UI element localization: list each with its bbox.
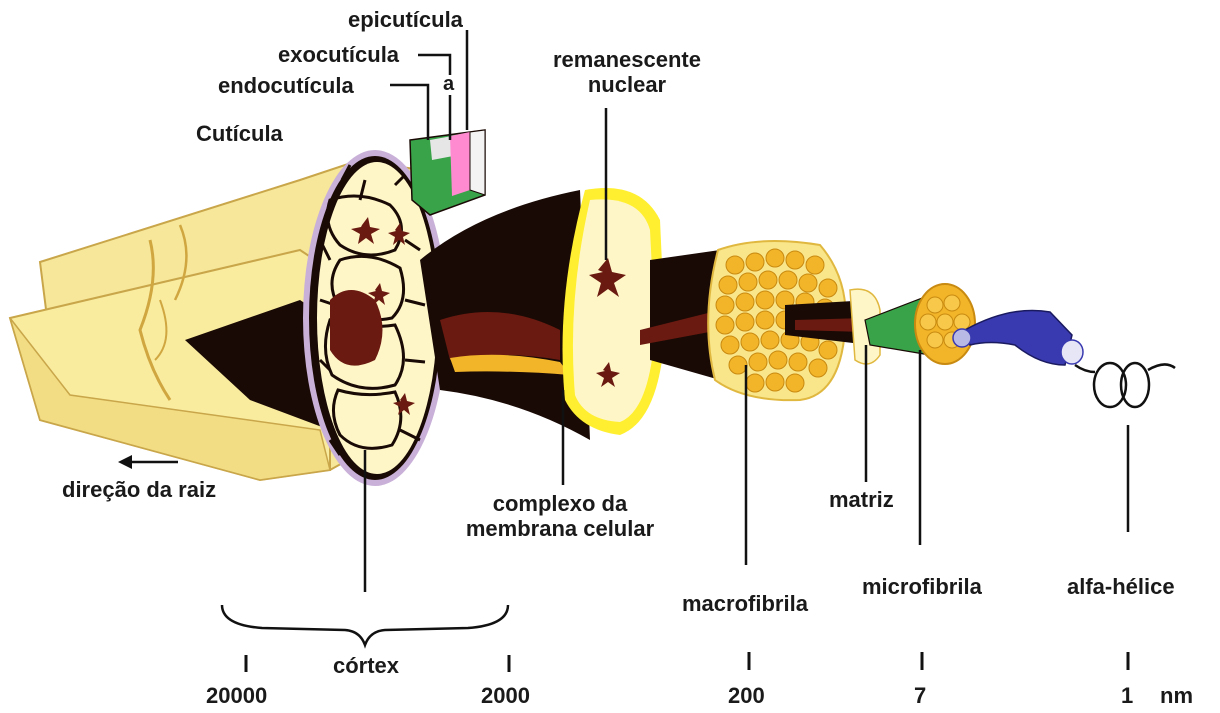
label-macrofibrila: macrofibrila xyxy=(682,592,808,617)
label-cortex: córtex xyxy=(333,654,399,679)
label-direcao-da-raiz: direção da raiz xyxy=(62,478,216,503)
label-remanescente-line1: remanescente xyxy=(532,48,722,73)
alpha-helix xyxy=(1075,363,1175,407)
label-complexo-membrana: complexo da membrana celular xyxy=(445,492,675,541)
scale-tick-20000: 20000 xyxy=(206,684,267,709)
label-remanescente-nuclear: remanescente nuclear xyxy=(532,48,722,97)
arrow-head-icon xyxy=(118,455,132,469)
label-complexo-line2: membrana celular xyxy=(445,517,675,542)
label-alfa-helice: alfa-hélice xyxy=(1067,575,1175,600)
scale-tick-200: 200 xyxy=(728,684,765,709)
label-cuticula: Cutícula xyxy=(196,122,283,147)
label-microfibrila: microfibrila xyxy=(862,575,982,600)
cuticle-layers xyxy=(410,130,485,215)
scale-tick-2000: 2000 xyxy=(481,684,530,709)
scale-unit: nm xyxy=(1160,684,1193,709)
label-endocuticula: endocutícula xyxy=(218,74,354,99)
cortical-cell xyxy=(563,188,666,435)
cortex-brace xyxy=(222,605,508,645)
label-exocuticula: exocutícula xyxy=(278,43,399,68)
scale-tick-1: 1 xyxy=(1121,684,1133,709)
label-remanescente-line2: nuclear xyxy=(532,73,722,98)
label-epicuticula: epicutícula xyxy=(348,8,463,33)
scale-tick-7: 7 xyxy=(914,684,926,709)
label-complexo-line1: complexo da xyxy=(445,492,675,517)
label-a: a xyxy=(443,73,454,95)
label-matriz: matriz xyxy=(829,488,894,513)
